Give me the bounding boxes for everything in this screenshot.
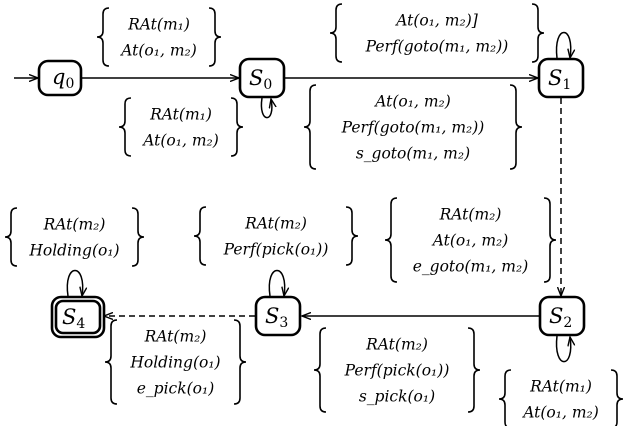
label-line: Perf(goto(m₁, m₂)) [341,119,485,137]
brace-right [345,206,359,266]
label-s1-s2: RAt(m₂) At(o₁, m₂) e_goto(m₁, m₂) [384,197,557,283]
brace-left [118,97,132,157]
brace-right [208,7,222,67]
brace-left [498,369,512,426]
brace-left [329,3,343,63]
label-s4-loop: RAt(m₂) Holding(o₁) [4,207,145,267]
label-q0-s0: RAt(m₁) At(o₁, m₂) [96,7,222,67]
loop-s3 [268,269,284,297]
label-line: Perf(pick(o₁)) [223,241,329,259]
svg-text:S1: S1 [548,66,571,93]
label-s0-s1-above: At(o₁, m₂)] Perf(goto(m₁, m₂)) [329,3,545,63]
label-line: RAt(m₁) [127,16,190,34]
label-line: e_goto(m₁, m₂) [413,258,529,276]
brace-right [233,319,247,405]
label-s3-loop: RAt(m₂) Perf(pick(o₁)) [193,206,359,266]
svg-text:S4: S4 [62,305,85,332]
label-s0-s1-below: At(o₁, m₂) Perf(goto(m₁, m₂)) s_goto(m₁, m… [303,84,523,170]
label-line: Perf(goto(m₁, m₂)) [365,38,509,56]
brace-right [230,97,244,157]
state-s4-final: S4 [50,295,106,339]
label-line: RAt(m₁) [149,106,212,124]
label-line: At(o₁, m₂) [521,404,599,422]
label-line: At(o₁, m₂) [141,132,219,150]
brace-left [104,319,118,405]
state-s3: S3 [254,295,302,337]
state-q0: q0 [37,59,83,97]
label-s2-s3: RAt(m₂) Perf(pick(o₁)) s_pick(o₁) [313,327,481,413]
label-line: RAt(m₂) [43,216,106,234]
brace-right [531,3,545,63]
label-line: Holding(o₁) [129,354,220,372]
label-line: RAt(m₁) [529,378,592,396]
label-line: e_pick(o₁) [137,380,215,398]
label-line: Perf(pick(o₁)) [344,362,450,380]
brace-left [384,197,398,283]
state-s1: S1 [537,57,585,99]
loop-s1 [555,31,571,59]
label-line: At(o₁, m₂) [431,232,509,250]
label-line: At(o₁, m₂) [373,93,451,111]
brace-left [193,206,207,266]
label-s3-s4: RAt(m₂) Holding(o₁) e_pick(o₁) [104,319,247,405]
brace-right [131,207,145,267]
loop-s0 [260,98,271,119]
label-line: RAt(m₂) [365,336,428,354]
brace-right [543,197,557,283]
brace-right [467,327,481,413]
label-line: RAt(m₂) [439,206,502,224]
label-line: RAt(m₂) [144,328,207,346]
label-line: s_pick(o₁) [359,388,435,406]
label-s0-loop: RAt(m₁) At(o₁, m₂) [118,97,244,157]
svg-text:S2: S2 [549,304,572,331]
svg-text:S0: S0 [249,66,272,93]
brace-left [313,327,327,413]
brace-left [4,207,18,267]
brace-left [303,84,317,170]
state-s2: S2 [538,295,586,337]
brace-right [509,84,523,170]
loop-s4 [66,269,82,297]
label-s2-loop: RAt(m₁) At(o₁, m₂) [498,369,624,426]
label-line: Holding(o₁) [28,242,119,260]
label-line: At(o₁, m₂)] [394,12,479,30]
label-line: At(o₁, m₂) [119,42,197,60]
svg-text:S3: S3 [265,304,288,331]
brace-right [610,369,624,426]
state-s0: S0 [238,57,286,99]
label-line: s_goto(m₁, m₂) [356,145,470,163]
loop-s2 [555,336,571,363]
svg-text:q0: q0 [52,65,74,92]
label-line: RAt(m₂) [244,215,307,233]
brace-left [96,7,110,67]
